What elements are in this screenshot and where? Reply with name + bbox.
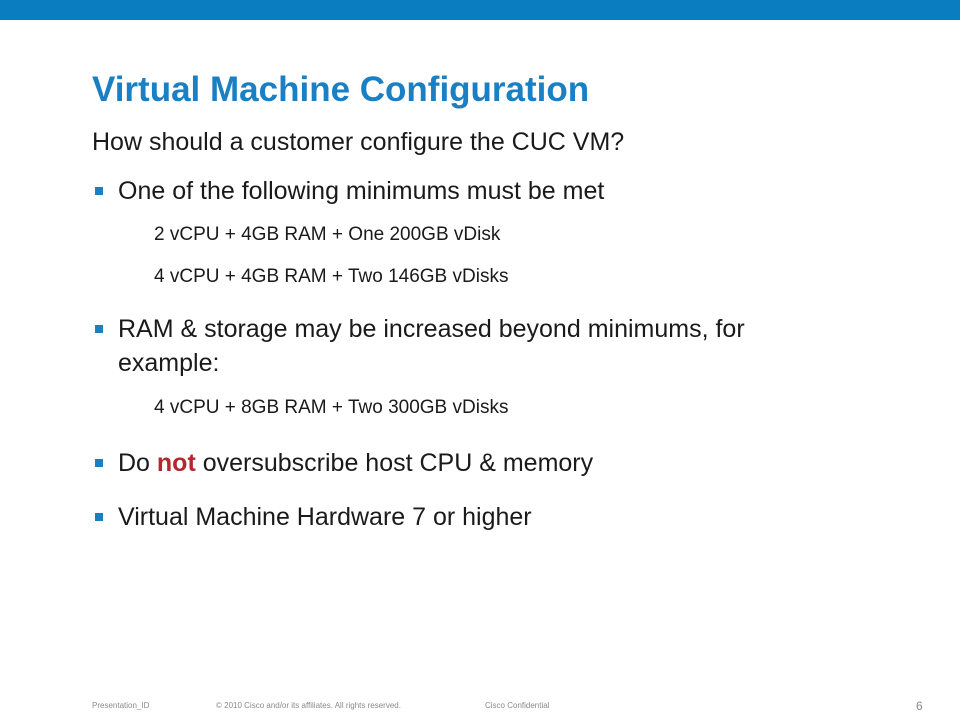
bullet-text-after: oversubscribe host CPU & memory xyxy=(195,449,594,477)
bullet-minimums: One of the following minimums must be me… xyxy=(92,174,772,208)
square-bullet-icon xyxy=(95,459,103,467)
sub-item-config-2: 4 vCPU + 4GB RAM + Two 146GB vDisks xyxy=(154,266,509,287)
bullet-text: One of the following minimums must be me… xyxy=(118,177,605,205)
bullet-text: Virtual Machine Hardware 7 or higher xyxy=(118,503,532,531)
page-number: 6 xyxy=(916,699,923,713)
bullet-text-before: Do xyxy=(118,449,157,477)
emphasis-not: not xyxy=(156,449,196,477)
square-bullet-icon xyxy=(95,325,103,333)
bullet-text: Do not oversubscribe host CPU & memory xyxy=(92,446,772,480)
slide-title: Virtual Machine Configuration xyxy=(92,70,590,109)
bullet-oversubscribe: Do not oversubscribe host CPU & memory xyxy=(92,446,772,480)
sub-item-config-1: 2 vCPU + 4GB RAM + One 200GB vDisk xyxy=(154,224,501,245)
bullet-increase: RAM & storage may be increased beyond mi… xyxy=(92,312,772,380)
footer-presentation-id: Presentation_ID xyxy=(92,701,150,710)
square-bullet-icon xyxy=(95,187,103,195)
bullet-text: RAM & storage may be increased beyond mi… xyxy=(118,315,745,377)
top-accent-bar xyxy=(0,0,960,20)
bullet-hardware: Virtual Machine Hardware 7 or higher xyxy=(92,500,772,534)
square-bullet-icon xyxy=(95,513,103,521)
footer-confidential: Cisco Confidential xyxy=(485,701,550,710)
sub-item-example-config: 4 vCPU + 8GB RAM + Two 300GB vDisks xyxy=(154,397,509,418)
footer-copyright: © 2010 Cisco and/or its affiliates. All … xyxy=(216,701,401,710)
slide-subtitle: How should a customer configure the CUC … xyxy=(92,128,625,156)
